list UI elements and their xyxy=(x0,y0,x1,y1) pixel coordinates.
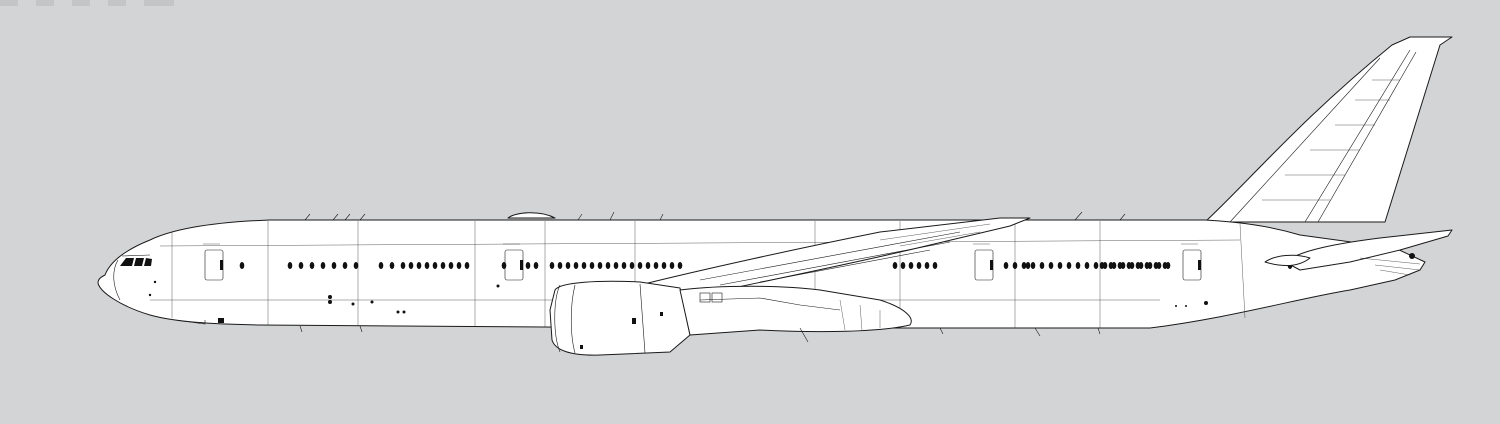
passenger-window xyxy=(908,262,914,269)
cockpit-windows xyxy=(120,258,152,266)
passenger-window xyxy=(549,262,555,269)
passenger-window xyxy=(432,262,438,269)
passenger-window xyxy=(533,262,539,269)
passenger-window xyxy=(1025,262,1031,269)
passenger-window xyxy=(597,262,603,269)
passenger-window xyxy=(464,262,470,269)
passenger-window xyxy=(924,262,930,269)
passenger-window xyxy=(342,262,348,269)
passenger-window xyxy=(1039,262,1045,269)
passenger-window xyxy=(309,262,315,269)
passenger-window xyxy=(501,262,507,269)
passenger-window xyxy=(1030,262,1036,269)
passenger-window xyxy=(645,262,651,269)
passenger-window xyxy=(669,262,675,269)
passenger-window xyxy=(287,262,293,269)
fuselage-markings xyxy=(148,280,1208,314)
doors xyxy=(203,243,1202,281)
horizontal-stabilizer xyxy=(1264,229,1453,276)
passenger-window xyxy=(589,262,595,269)
passenger-window xyxy=(1108,262,1114,269)
passenger-window xyxy=(1057,262,1063,269)
passenger-window xyxy=(916,262,922,269)
passenger-window xyxy=(613,262,619,269)
passenger-window xyxy=(932,262,938,269)
passenger-window xyxy=(1066,262,1072,269)
passenger-window xyxy=(424,262,430,269)
corner-pattern xyxy=(0,0,174,6)
passenger-window xyxy=(440,262,446,269)
passenger-window xyxy=(557,262,563,269)
passenger-window xyxy=(1012,262,1018,269)
passenger-window xyxy=(400,262,406,269)
passenger-window xyxy=(1099,262,1105,269)
passenger-window xyxy=(892,262,898,269)
passenger-window xyxy=(581,262,587,269)
passenger-window xyxy=(298,262,304,269)
passenger-window xyxy=(1048,262,1054,269)
passenger-window xyxy=(661,262,667,269)
passenger-window xyxy=(1117,262,1123,269)
passenger-window xyxy=(677,262,683,269)
passenger-window xyxy=(629,262,635,269)
passenger-window xyxy=(331,262,337,269)
passenger-window xyxy=(1075,262,1081,269)
passenger-window xyxy=(1162,262,1168,269)
passenger-window xyxy=(1093,262,1099,269)
passenger-window xyxy=(565,262,571,269)
passenger-window xyxy=(621,262,627,269)
passenger-window xyxy=(353,262,359,269)
passenger-windows xyxy=(239,262,1293,269)
passenger-window xyxy=(239,262,245,269)
passenger-window xyxy=(637,262,643,269)
passenger-window xyxy=(320,262,326,269)
passenger-window xyxy=(573,262,579,269)
passenger-window xyxy=(900,262,906,269)
passenger-window xyxy=(1003,262,1009,269)
passenger-window xyxy=(1021,262,1027,269)
passenger-window xyxy=(605,262,611,269)
passenger-window xyxy=(525,262,531,269)
passenger-window xyxy=(1084,262,1090,269)
vertical-stabilizer xyxy=(1204,36,1453,223)
passenger-window xyxy=(1135,262,1141,269)
passenger-window xyxy=(389,262,395,269)
engine xyxy=(549,280,912,356)
passenger-window xyxy=(416,262,422,269)
passenger-window xyxy=(1144,262,1150,269)
passenger-window xyxy=(653,262,659,269)
passenger-window xyxy=(378,262,384,269)
wing xyxy=(639,217,1031,296)
passenger-window xyxy=(1126,262,1132,269)
antennas xyxy=(174,211,1126,343)
passenger-window xyxy=(456,262,462,269)
passenger-window xyxy=(1153,262,1159,269)
passenger-window xyxy=(408,262,414,269)
passenger-window xyxy=(448,262,454,269)
